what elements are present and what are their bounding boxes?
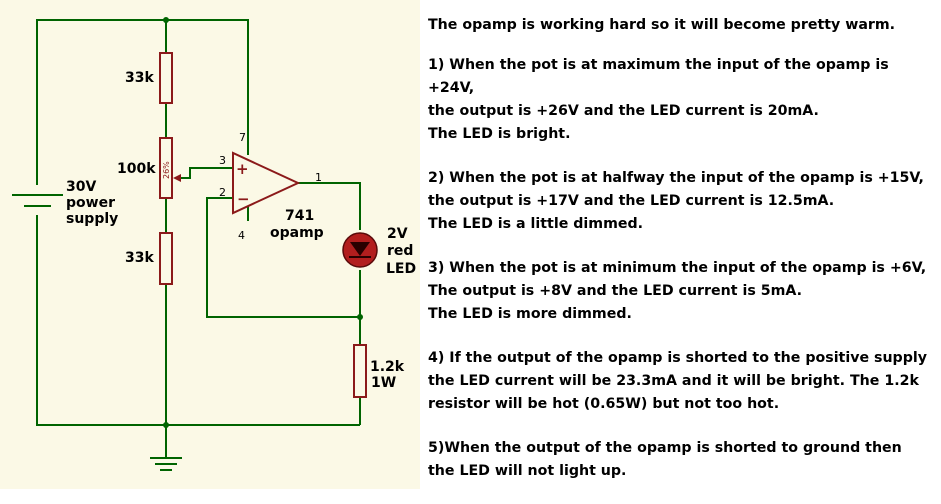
- opamp-pin-4: 4: [238, 229, 245, 242]
- schematic-drawing: + − 33k 100k 26% 33k 30V power supply 7 …: [12, 17, 416, 471]
- label-load-power: 1W: [371, 375, 396, 391]
- circuit-schematic: + − 33k 100k 26% 33k 30V power supply 7 …: [0, 0, 420, 489]
- led-symbol: [342, 232, 378, 268]
- note-item-4: 4) If the output of the opamp is shorted…: [428, 350, 927, 412]
- resistor-top: [159, 52, 173, 104]
- resistor-load: [353, 344, 367, 398]
- label-resistor-top: 33k: [125, 70, 154, 86]
- label-resistor-bottom: 33k: [125, 250, 154, 266]
- label-opamp: opamp: [270, 225, 324, 241]
- label-supply-line1: power: [66, 195, 115, 211]
- opamp-pin-2: 2: [219, 186, 226, 199]
- wires: [36, 19, 361, 458]
- explanation-notes: The opamp is working hard so it will bec…: [428, 14, 933, 504]
- label-load-value: 1.2k: [370, 359, 405, 375]
- opamp-pin-1: 1: [315, 171, 322, 184]
- label-supply-voltage: 30V: [66, 179, 96, 195]
- label-opamp-name: 741: [285, 208, 314, 224]
- resistor-bottom: [159, 232, 173, 285]
- opamp-pin-7: 7: [239, 131, 246, 144]
- label-supply-line2: supply: [66, 211, 118, 227]
- note-item-1: 1) When the pot is at maximum the input …: [428, 57, 889, 142]
- potentiometer: [159, 137, 173, 199]
- note-intro: The opamp is working hard so it will bec…: [428, 17, 896, 33]
- battery-symbol: [12, 194, 63, 207]
- note-item-2: 2) When the pot is at halfway the input …: [428, 170, 924, 232]
- opamp-minus-sign: −: [237, 190, 250, 208]
- pot-wiper-arrow: [173, 174, 181, 182]
- label-pot-setting: 26%: [162, 161, 171, 179]
- opamp-triangle: [232, 151, 301, 215]
- label-led-voltage: 2V: [387, 226, 408, 242]
- junction-dots: [163, 17, 363, 428]
- opamp-plus-sign: +: [236, 160, 249, 178]
- opamp-pin-3: 3: [219, 154, 226, 167]
- label-led: LED: [386, 261, 416, 277]
- label-led-color: red: [387, 243, 413, 259]
- label-pot: 100k: [117, 161, 156, 177]
- note-item-3: 3) When the pot is at minimum the input …: [428, 260, 927, 322]
- ground-symbol: [150, 457, 182, 471]
- note-item-5: 5)When the output of the opamp is shorte…: [428, 440, 902, 479]
